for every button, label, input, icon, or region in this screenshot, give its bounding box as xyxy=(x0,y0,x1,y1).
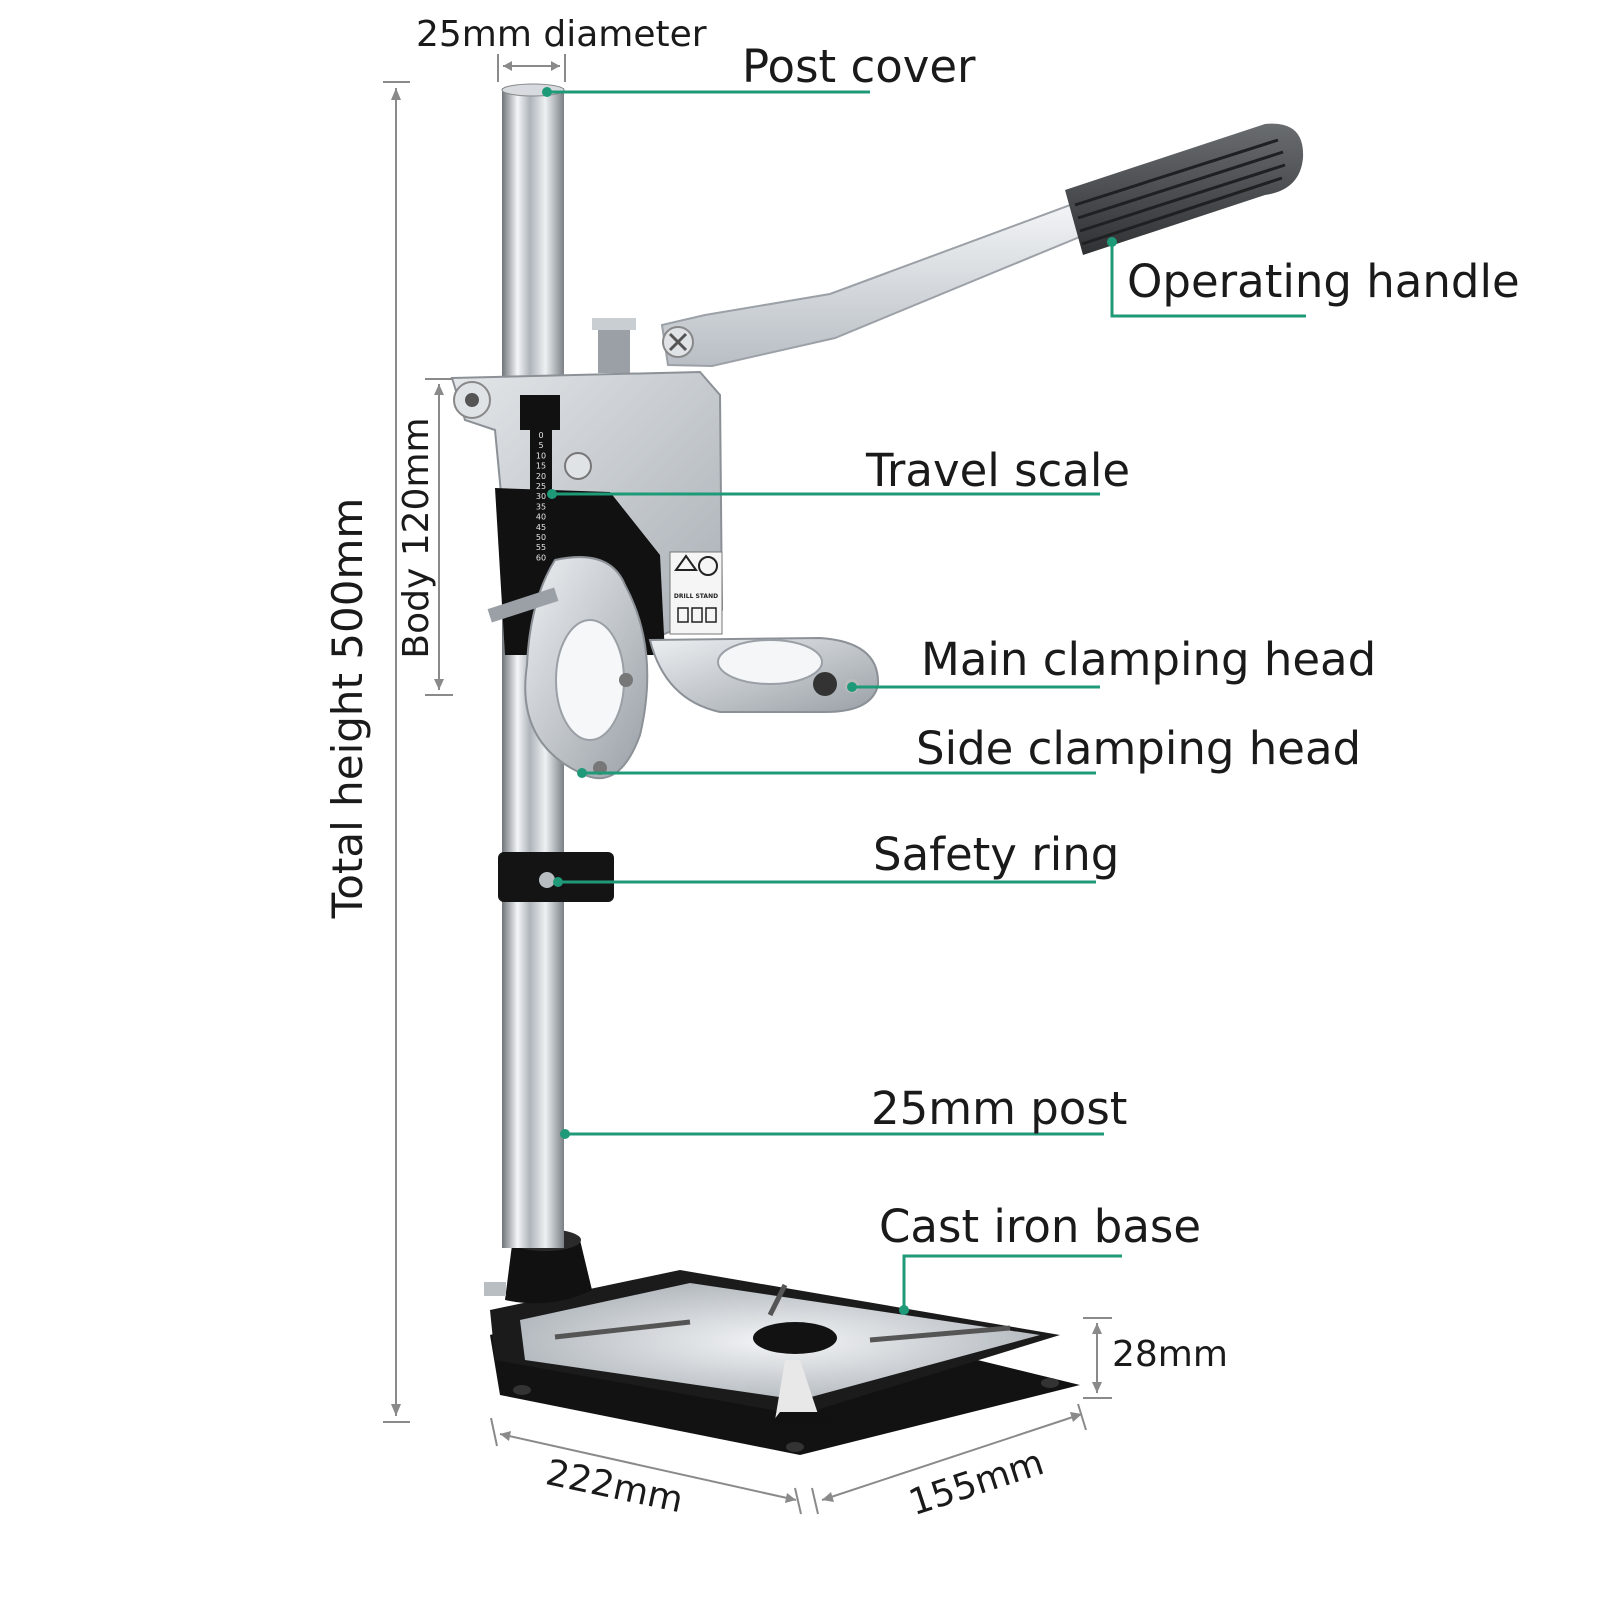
label-base-length: 222mm xyxy=(542,1452,686,1521)
label-travel-scale: Travel scale xyxy=(865,444,1130,497)
label-operating-handle: Operating handle xyxy=(1127,255,1520,308)
label-25mm-post: 25mm post xyxy=(871,1082,1127,1135)
carriage-body: DRILL STAND xyxy=(450,318,880,780)
label-total-height: Total height 500mm xyxy=(323,498,372,920)
scale-tick-label: 20 xyxy=(536,472,546,481)
label-body-height: Body 120mm xyxy=(396,417,437,658)
scale-tick-label: 5 xyxy=(538,441,543,450)
label-side-clamping-head: Side clamping head xyxy=(916,722,1361,775)
label-main-clamping-head: Main clamping head xyxy=(921,633,1376,686)
callout-leaders xyxy=(542,87,1306,1315)
label-diameter: 25mm diameter xyxy=(416,14,707,55)
operating-handle xyxy=(660,123,1304,368)
scale-tick-label: 10 xyxy=(536,451,546,460)
label-base-width: 155mm xyxy=(904,1442,1049,1524)
scale-tick-label: 50 xyxy=(536,533,546,542)
label-base-thickness: 28mm xyxy=(1112,1334,1228,1375)
dimension-lines xyxy=(383,54,1112,1515)
label-safety-ring: Safety ring xyxy=(873,828,1119,881)
scale-tick-label: 30 xyxy=(536,492,546,501)
safety-ring xyxy=(498,852,614,902)
cast-iron-base xyxy=(484,1229,1080,1455)
scale-tick-label: 60 xyxy=(536,553,546,562)
scale-tick-label: 40 xyxy=(536,513,546,522)
scale-tick-label: 45 xyxy=(536,523,546,532)
label-cast-iron-base: Cast iron base xyxy=(879,1200,1201,1253)
label-post-cover: Post cover xyxy=(742,40,976,93)
scale-tick-label: 35 xyxy=(536,502,546,511)
product-illustration: DRILL STAND xyxy=(450,83,1304,1455)
scale-tick-label: 25 xyxy=(536,482,546,491)
sticker-label: DRILL STAND xyxy=(674,593,718,600)
scale-tick-label: 15 xyxy=(536,462,546,471)
callout-labels: Post cover Operating handle Travel scale… xyxy=(742,40,1520,1253)
scale-tick-label: 0 xyxy=(538,431,543,440)
scale-tick-label: 55 xyxy=(536,543,546,552)
